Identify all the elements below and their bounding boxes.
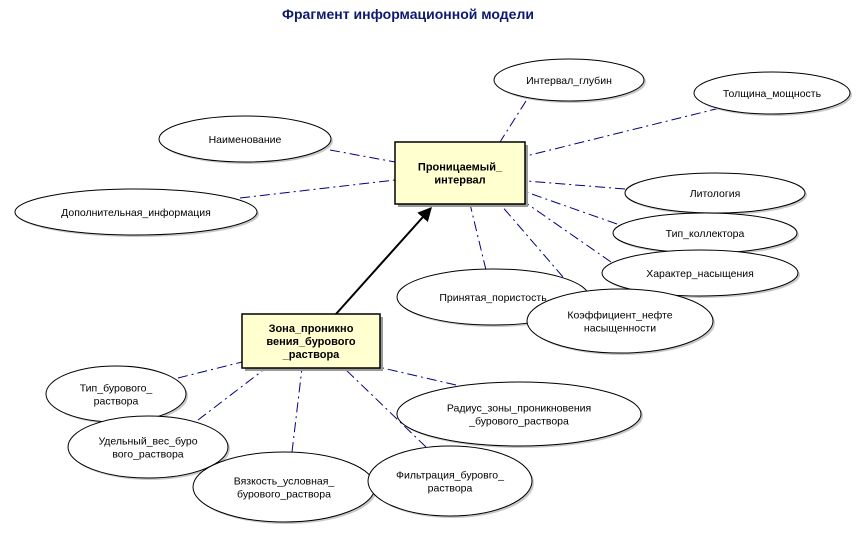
entity-zone[interactable]: Зона_проникновения_бурового_раствора	[241, 313, 383, 371]
entity-label: Зона_проникно	[269, 323, 354, 335]
connector-porosity	[469, 203, 487, 271]
entity-label: Проницаемый_	[418, 162, 503, 174]
attribute-label: Толщина_мощность	[723, 88, 822, 100]
attribute-ellipse	[67, 415, 229, 479]
connector-lithology	[525, 180, 626, 190]
attribute-ellipse	[14, 188, 258, 236]
attribute-label: Принятая_пористость	[439, 292, 547, 304]
entity-box	[241, 313, 381, 369]
attribute-label: Дополнительная_информация	[61, 207, 211, 219]
connector-saturation	[525, 202, 612, 263]
attribute-saturation[interactable]: Характер_насыщения	[601, 249, 800, 298]
attribute-label: бурового_раствора	[237, 489, 331, 501]
entity-label: интервал	[434, 175, 485, 187]
connector-mud-weight	[197, 367, 267, 421]
connector-name	[329, 149, 396, 163]
attribute-label: Вязкость_условная_	[234, 476, 335, 488]
attribute-label: Литология	[690, 188, 741, 200]
attribute-label: Характер_насыщения	[646, 268, 754, 280]
attribute-mud-type[interactable]: Тип_бурового_раствора	[45, 365, 188, 424]
attribute-layer: Интервал_глубинТолщина_мощностьНаименова…	[14, 58, 852, 524]
attribute-viscosity[interactable]: Вязкость_условная_бурового_раствора	[192, 451, 377, 524]
entity-interval[interactable]: Проницаемый_интервал	[394, 141, 528, 207]
entity-label: вения_бурового	[266, 336, 356, 348]
attribute-ellipse	[693, 71, 851, 115]
attribute-label: Интервал_глубин	[526, 75, 612, 87]
attribute-collector-type[interactable]: Тип_коллектора	[612, 212, 799, 255]
attribute-label: Фильтрация_буровго_	[396, 470, 504, 482]
attribute-label: насыщенности	[584, 323, 656, 335]
attribute-radius[interactable]: Радиус_зоны_проникновения_бурового_раств…	[396, 381, 643, 448]
entity-label: _раствора	[282, 349, 341, 361]
connector-thickness	[525, 107, 721, 157]
attribute-label: раствора	[428, 483, 473, 495]
attribute-filtration[interactable]: Фильтрация_буровго_раствора	[367, 445, 534, 518]
attribute-thickness[interactable]: Толщина_мощность	[693, 71, 852, 116]
attribute-label: Коэффициент_нефте	[567, 310, 672, 322]
attribute-label: вого_раствора	[112, 449, 183, 461]
diagram-title: Фрагмент информационной модели	[282, 6, 534, 22]
attribute-ellipse	[396, 381, 642, 447]
attribute-ellipse	[493, 58, 645, 102]
attribute-mud-weight[interactable]: Удельный_вес_бурового_раствора	[67, 415, 230, 480]
connector-collector-type	[525, 191, 618, 225]
edge-layer	[177, 100, 721, 453]
attribute-label: Тип_коллектора	[666, 228, 745, 240]
attribute-label: Тип_бурового_	[80, 383, 153, 395]
connector-interval-depth	[499, 100, 527, 143]
attribute-label: Удельный_вес_буро	[98, 436, 197, 448]
entity-box	[394, 141, 526, 205]
connector-viscosity	[291, 367, 303, 453]
attribute-ellipse	[601, 249, 799, 297]
connector-radius	[373, 365, 457, 386]
attribute-extra-info[interactable]: Дополнительная_информация	[14, 188, 259, 237]
entity-layer: Проницаемый_интервалЗона_проникновения_б…	[241, 141, 528, 371]
attribute-label: раствора	[94, 396, 139, 408]
relation-arrow	[335, 206, 432, 315]
connector-extra-info	[239, 179, 396, 199]
connector-filtration	[343, 367, 427, 448]
attribute-ellipse	[367, 445, 533, 517]
attribute-name[interactable]: Наименование	[158, 115, 333, 164]
attribute-label: Радиус_зоны_проникновения	[447, 403, 591, 415]
attribute-label: Наименование	[209, 134, 282, 146]
attribute-ellipse	[526, 288, 714, 354]
attribute-label: _бурового_раствора	[468, 416, 569, 428]
connector-mud-type	[177, 361, 243, 379]
attribute-ellipse	[158, 115, 332, 163]
attribute-lithology[interactable]: Литология	[624, 172, 807, 215]
attribute-interval-depth[interactable]: Интервал_глубин	[493, 58, 646, 103]
